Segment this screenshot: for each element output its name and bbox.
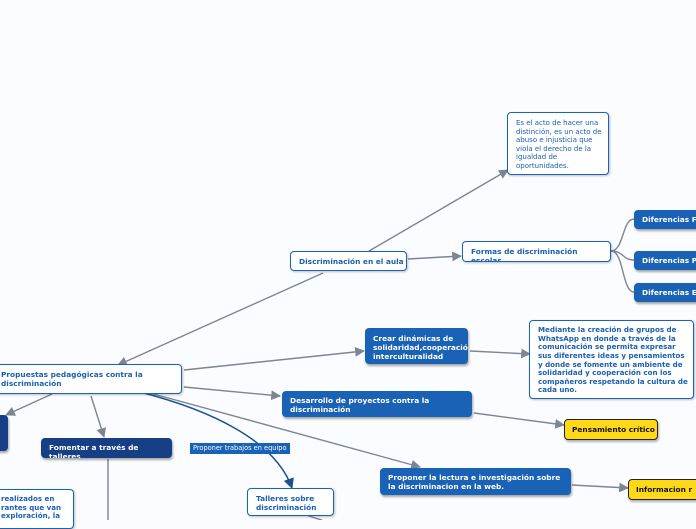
subtopic-diferencias-2[interactable]: Diferencias Ps bbox=[634, 251, 696, 270]
topic-lectura-investigacion[interactable]: Proponer la lectura e investigación sobr… bbox=[380, 468, 571, 495]
whatsapp-note[interactable]: Mediante la creación de grupos de WhatsA… bbox=[529, 320, 694, 399]
link-proyectos-pensamiento bbox=[473, 412, 565, 429]
subtopic-diferencias-3[interactable]: Diferencias Ec bbox=[634, 283, 696, 302]
topic-crear-dinamicas[interactable]: Crear dinámicas de solidaridad,cooperaci… bbox=[365, 328, 468, 364]
link-lectura-informacion bbox=[571, 482, 629, 493]
topic-fomentar-talleres[interactable]: Fomentar a través de talleres bbox=[41, 438, 172, 458]
link-formas-dif1 bbox=[610, 218, 635, 252]
left-edge-node[interactable] bbox=[0, 415, 8, 451]
definition-note[interactable]: Es el acto de hacer una distinción, es u… bbox=[507, 112, 609, 175]
topic-informacion[interactable]: Informacion r bbox=[628, 479, 696, 500]
topic-discriminacion-aula[interactable]: Discriminación en el aula bbox=[290, 251, 407, 271]
link-dinamicas-whatsapp bbox=[469, 348, 531, 359]
link-aula-formas bbox=[407, 251, 462, 262]
link-root-lectura bbox=[149, 392, 421, 470]
topic-talleres-sobre[interactable]: Talleres sobre discriminación bbox=[247, 488, 334, 516]
link-root-proyectos bbox=[183, 386, 281, 401]
link-root-talleres-sobre bbox=[139, 391, 294, 489]
partial-bottom-note[interactable]: realizados en rantes que van exploración… bbox=[0, 489, 74, 529]
label-trabajos-equipo[interactable]: Proponer trabajos en equipo bbox=[190, 443, 290, 454]
topic-pensamiento-critico[interactable]: Pensamiento crítico bbox=[564, 419, 658, 440]
root-topic[interactable]: Propuestas pedagógicas contra la discrim… bbox=[0, 364, 182, 394]
topic-desarrollo-proyectos[interactable]: Desarrollo de proyectos contra la discri… bbox=[282, 391, 472, 417]
link-root-talleres bbox=[90, 395, 107, 438]
subtopic-diferencias-1[interactable]: Diferencias Fí bbox=[634, 210, 696, 229]
link-root-left bbox=[5, 393, 53, 416]
link-aula-root bbox=[117, 272, 324, 366]
link-formas-dif3 bbox=[610, 250, 635, 293]
link-aula-definicion bbox=[368, 169, 509, 252]
topic-formas-discriminacion[interactable]: Formas de discriminación escolar bbox=[462, 241, 611, 262]
link-root-dinamicas bbox=[183, 347, 365, 371]
